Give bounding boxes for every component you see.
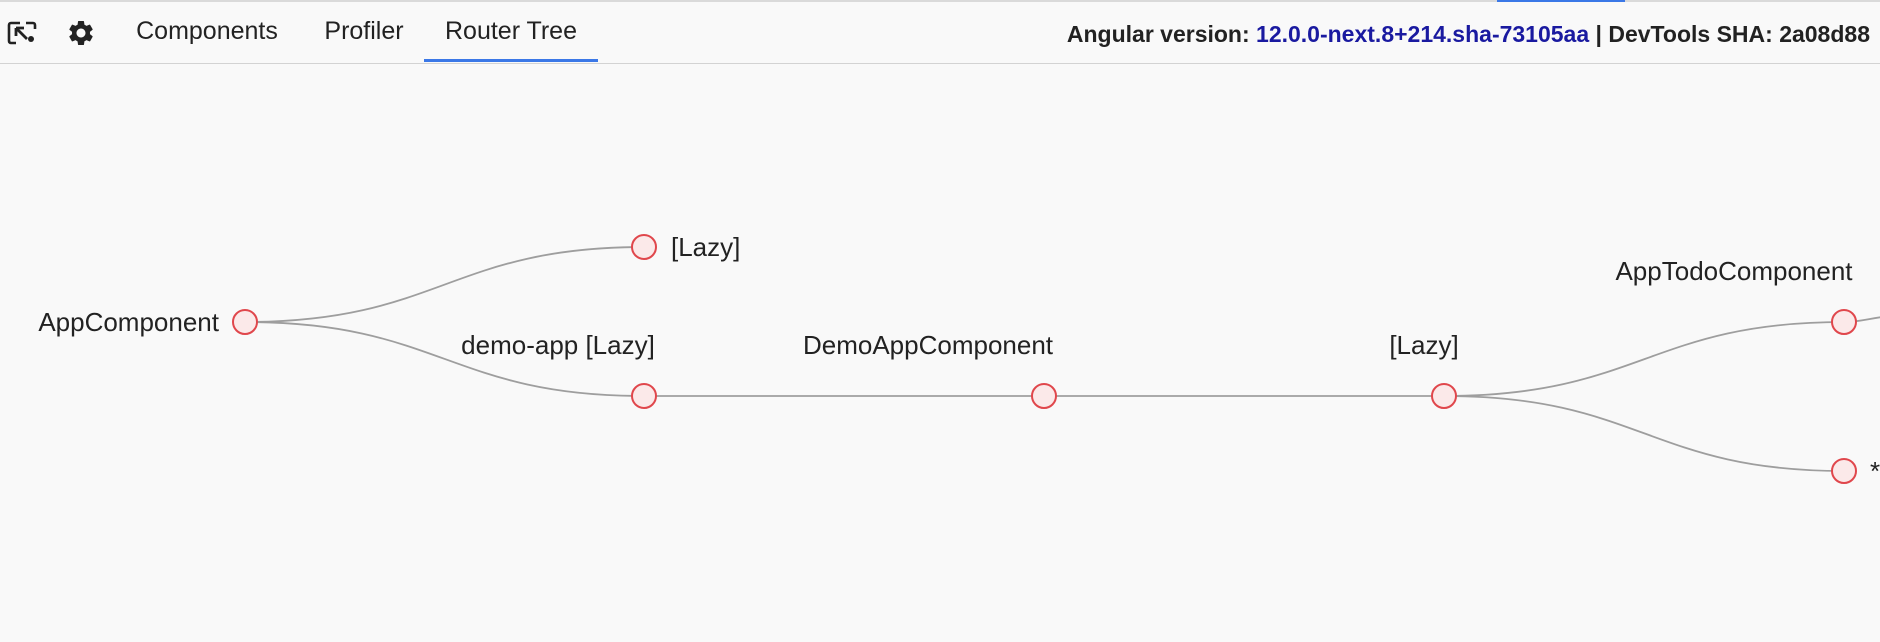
gear-icon[interactable] [64, 16, 98, 50]
router-tree-graph: AppComponent [Lazy] demo-app [Lazy] Demo… [38, 232, 1880, 486]
tree-node-label: ** [1870, 456, 1880, 486]
tree-node-demo-app[interactable] [631, 383, 657, 409]
angular-version-value: 12.0.0-next.8+214.sha-73105aa [1256, 21, 1590, 47]
tree-link [244, 246, 645, 323]
tree-node-label: [Lazy] [1389, 330, 1458, 360]
tab-profiler[interactable]: Profiler [324, 17, 404, 45]
tab-components[interactable]: Components [136, 17, 278, 45]
tree-node-lazy-2[interactable] [1431, 383, 1457, 409]
devtools-sha-label: DevTools SHA: [1608, 21, 1780, 47]
tree-node-app-todo[interactable] [1831, 309, 1857, 335]
tree-link [1443, 395, 1845, 472]
tree-link [1443, 321, 1845, 397]
tab-router-tree[interactable]: Router Tree [424, 2, 598, 62]
router-tree-canvas[interactable]: AppComponent [Lazy] demo-app [Lazy] Demo… [0, 63, 1880, 642]
tree-node-label: [Lazy] [671, 232, 740, 262]
tree-node-app[interactable] [232, 309, 258, 335]
tree-node-label: AppTodoComponent [1615, 256, 1853, 286]
top-border [0, 0, 1880, 2]
tree-node-demo-app-component[interactable] [1031, 383, 1057, 409]
tree-link [244, 321, 645, 397]
angular-version-label: Angular version: [1066, 21, 1257, 47]
tree-node-label: demo-app [Lazy] [461, 330, 655, 360]
devtools-toolbar: Components Profiler Router Tree Angular … [0, 2, 1880, 64]
tree-node-wildcard[interactable] [1831, 458, 1857, 484]
devtools-sha-value: 2a08d88 [1779, 21, 1870, 47]
tree-node-label: DemoAppComponent [803, 330, 1054, 360]
version-info: Angular version: 12.0.0-next.8+214.sha-7… [1067, 2, 1870, 64]
tree-node-label: AppComponent [38, 307, 219, 337]
top-border-accent [1497, 0, 1625, 2]
inspect-element-icon[interactable] [5, 16, 39, 50]
tree-node-lazy[interactable] [631, 234, 657, 260]
version-separator: | [1589, 21, 1609, 47]
